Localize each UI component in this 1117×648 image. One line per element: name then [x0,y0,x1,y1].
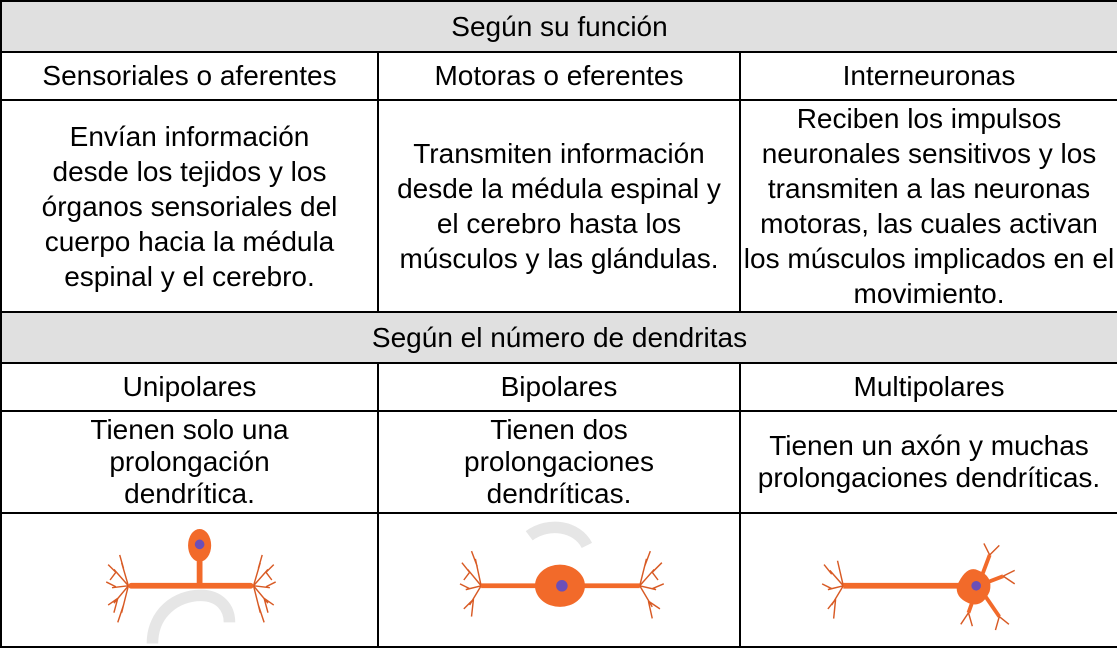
description-sensory: Envían información desde los tejidos y l… [0,99,379,313]
multipolar-neuron-icon [821,543,1016,631]
type-label-unipolar: Unipolares [0,362,379,412]
section-header-function-row: Según su función [0,0,1117,53]
unipolar-neuron-icon [105,528,276,644]
description-bipolar: Tienen dos prolongaciones dendríticas. [377,410,741,514]
illustration-cell-multipolar [739,512,1117,648]
type-label-multipolar: Multipolares [739,362,1117,412]
illustrations-row [0,512,1117,648]
section-title-dendrites: Según el número de dendritas [0,311,1117,364]
illustration-cell-bipolar [377,512,741,648]
bipolar-neuron-icon [459,521,665,619]
type-label-interneuron: Interneuronas [739,51,1117,101]
function-types-row: Sensoriales o aferentes Motoras o eferen… [0,51,1117,101]
dendrite-types-row: Unipolares Bipolares Multipolares [0,362,1117,412]
description-multipolar: Tienen un axón y muchas prolongaciones d… [739,410,1117,514]
section-title-function: Según su función [0,0,1117,53]
type-label-sensory: Sensoriales o aferentes [0,51,379,101]
function-descriptions-row: Envían información desde los tejidos y l… [0,99,1117,313]
illustration-cell-unipolar [0,512,379,648]
description-motor: Transmiten información desde la médula e… [377,99,741,313]
section-header-dendrites-row: Según el número de dendritas [0,311,1117,364]
type-label-bipolar: Bipolares [377,362,741,412]
dendrite-descriptions-row: Tienen solo una prolongación dendrítica.… [0,410,1117,514]
description-interneuron: Reciben los impulsos neuronales sensitiv… [739,99,1117,313]
type-label-motor: Motoras o eferentes [377,51,741,101]
description-unipolar: Tienen solo una prolongación dendrítica. [0,410,379,514]
